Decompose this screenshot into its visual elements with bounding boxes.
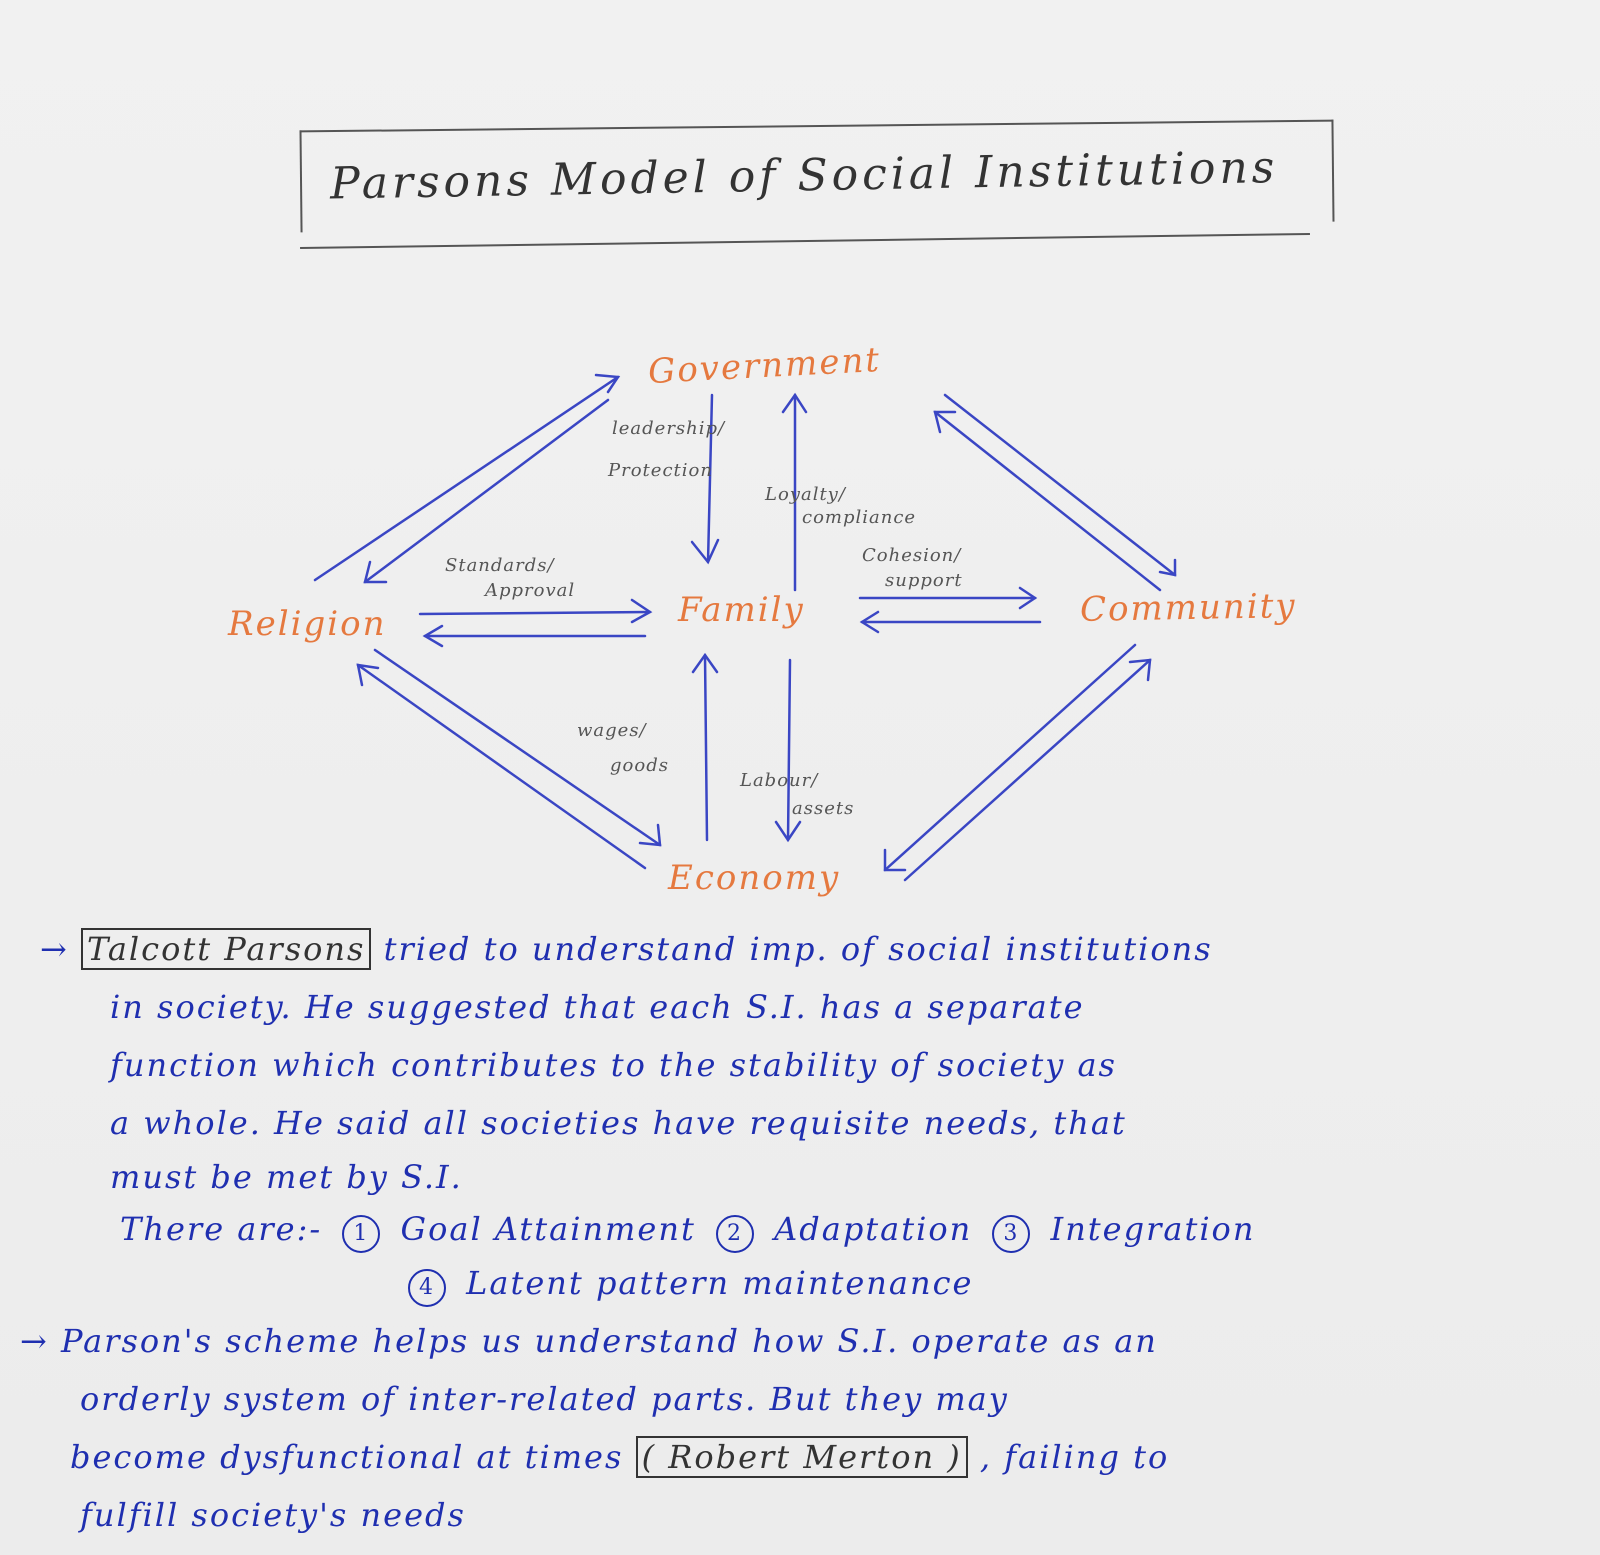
arrow-government-to-community <box>943 393 1177 577</box>
arrow-family-to-economy <box>786 658 792 842</box>
requisite-goal-attainment: Goal Attainment <box>400 1210 696 1248</box>
arrow-economy-to-community-head <box>1128 658 1152 682</box>
node-community: Community <box>1079 586 1297 630</box>
there-are-label: There are:- <box>120 1210 323 1248</box>
bullet-arrow: → <box>40 930 69 968</box>
arrow-community-to-government-head <box>933 410 957 434</box>
arrow-government-to-religion <box>363 398 610 584</box>
notes-line-3: function which contributes to the stabil… <box>110 1046 1117 1084</box>
label-loyalty: Loyalty/ <box>765 484 846 505</box>
para2-line-3: become dysfunctional at times ( Robert M… <box>70 1436 1170 1478</box>
para1-line1: tried to understand imp. of social insti… <box>383 930 1213 968</box>
para2-line-4: fulfill society's needs <box>80 1496 466 1534</box>
arrow-family-to-community-head <box>1018 586 1038 610</box>
para2-text-3b: , failing to <box>979 1438 1170 1476</box>
para2-line-2: orderly system of inter-related parts. B… <box>80 1380 1009 1418</box>
label-standards: Standards/ <box>445 555 555 576</box>
number-3-badge: 3 <box>992 1215 1031 1253</box>
arrow-religion-to-government-head <box>594 373 621 394</box>
number-4-badge: 4 <box>408 1269 446 1307</box>
bullet-arrow-2: → <box>20 1322 49 1360</box>
arrow-economy-to-religion-head <box>356 663 380 687</box>
label-approval: Approval <box>485 580 576 601</box>
notes-line-1: → Talcott Parsons tried to understand im… <box>40 928 1213 970</box>
para2-line-1: → Parson's scheme helps us understand ho… <box>20 1322 1158 1360</box>
label-wages: wages/ <box>577 720 647 741</box>
para2-text-3a: become dysfunctional at times <box>70 1438 624 1476</box>
arrow-government-to-community-head <box>1158 558 1177 577</box>
arrow-community-to-economy <box>883 643 1137 872</box>
label-goods: goods <box>610 755 669 776</box>
arrow-religion-to-economy-head <box>638 823 662 847</box>
node-religion: Religion <box>228 604 387 644</box>
arrow-religion-to-family <box>418 610 652 616</box>
number-1-badge: 1 <box>342 1215 381 1253</box>
arrow-community-to-government <box>933 410 1162 592</box>
label-protection: Protection <box>608 460 713 481</box>
para2-text-1: Parson's scheme helps us understand how … <box>60 1322 1158 1360</box>
arrow-economy-to-community <box>903 658 1152 882</box>
node-family: Family <box>678 590 805 630</box>
arrow-government-to-religion-head <box>363 560 388 584</box>
requisites-line-1: There are:- 1 Goal Attainment 2 Adaptati… <box>120 1210 1255 1253</box>
arrow-religion-to-family-head <box>630 598 653 624</box>
arrow-economy-to-family-head <box>691 652 719 674</box>
arrow-religion-to-government <box>313 375 620 582</box>
label-cohesion: Cohesion/ <box>862 545 962 566</box>
label-labour: Labour/ <box>740 770 819 791</box>
arrow-community-to-family-head <box>859 610 880 634</box>
arrow-religion-to-economy <box>373 648 662 847</box>
arrow-economy-to-religion <box>356 663 647 870</box>
number-2-badge: 2 <box>715 1215 754 1253</box>
arrow-family-to-religion-head <box>422 624 444 648</box>
notes-line-5: must be met by S.I. <box>110 1158 463 1196</box>
label-compliance: compliance <box>802 507 917 528</box>
label-support: support <box>885 570 963 591</box>
arrow-government-to-family <box>706 393 714 564</box>
node-economy: Economy <box>668 858 841 898</box>
requisite-adaptation: Adaptation <box>774 1210 973 1248</box>
requisite-integration: Integration <box>1050 1210 1256 1248</box>
arrow-government-to-family-head <box>690 538 720 565</box>
arrow-economy-to-family <box>703 653 709 842</box>
notes-line-2: in society. He suggested that each S.I. … <box>110 988 1085 1026</box>
label-leadership: leadership/ <box>612 418 726 439</box>
requisite-latent-pattern: Latent pattern maintenance <box>466 1264 974 1302</box>
notes-line-4: a whole. He said all societies have requ… <box>110 1104 1127 1142</box>
requisites-line-2: 4 Latent pattern maintenance <box>400 1264 973 1307</box>
arrow-family-to-government-head <box>781 392 808 414</box>
label-assets: assets <box>792 798 855 819</box>
arrow-family-to-economy-head <box>774 820 802 843</box>
arrow-community-to-economy-head <box>883 848 907 872</box>
talcott-parsons-box: Talcott Parsons <box>80 928 372 970</box>
robert-merton-box: ( Robert Merton ) <box>635 1436 968 1478</box>
